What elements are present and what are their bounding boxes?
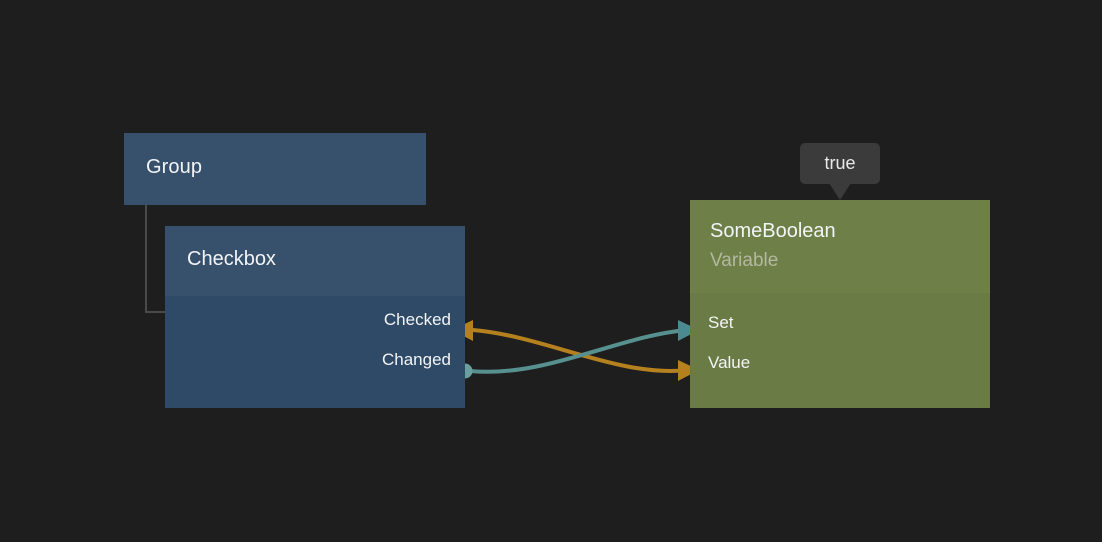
value-tooltip-label: true [824,153,856,173]
wire-value-to-checked [471,328,690,373]
group-node[interactable]: Group [124,133,426,205]
port-label-value: Value [708,353,751,372]
value-tooltip-tail-icon [829,183,851,200]
checkbox-node-title: Checkbox [187,248,276,270]
variable-node-subtitle: Variable [710,250,779,271]
value-tooltip: true [800,143,880,184]
variable-node-body: Set Value [690,293,990,408]
port-label-changed: Changed [381,350,451,369]
port-row-set[interactable]: Set [690,311,990,335]
port-label-checked: Checked [383,310,451,329]
port-row-checked[interactable]: Checked [165,308,465,332]
group-node-title: Group [146,156,203,178]
variable-node[interactable]: SomeBoolean Variable Set Value [690,200,990,408]
variable-node-header[interactable]: SomeBoolean Variable [690,200,990,293]
port-label-set: Set [708,313,734,332]
port-row-value[interactable]: Value [690,351,990,375]
checkbox-node-header[interactable]: Checkbox [165,226,465,296]
checkbox-node-body: Checked Changed [165,296,465,408]
variable-node-title: SomeBoolean [710,220,836,242]
wire-changed-to-set [468,328,688,374]
group-tree-connector [145,205,165,313]
port-row-changed[interactable]: Changed [165,348,465,372]
checkbox-node[interactable]: Checkbox Checked Changed [165,226,465,408]
